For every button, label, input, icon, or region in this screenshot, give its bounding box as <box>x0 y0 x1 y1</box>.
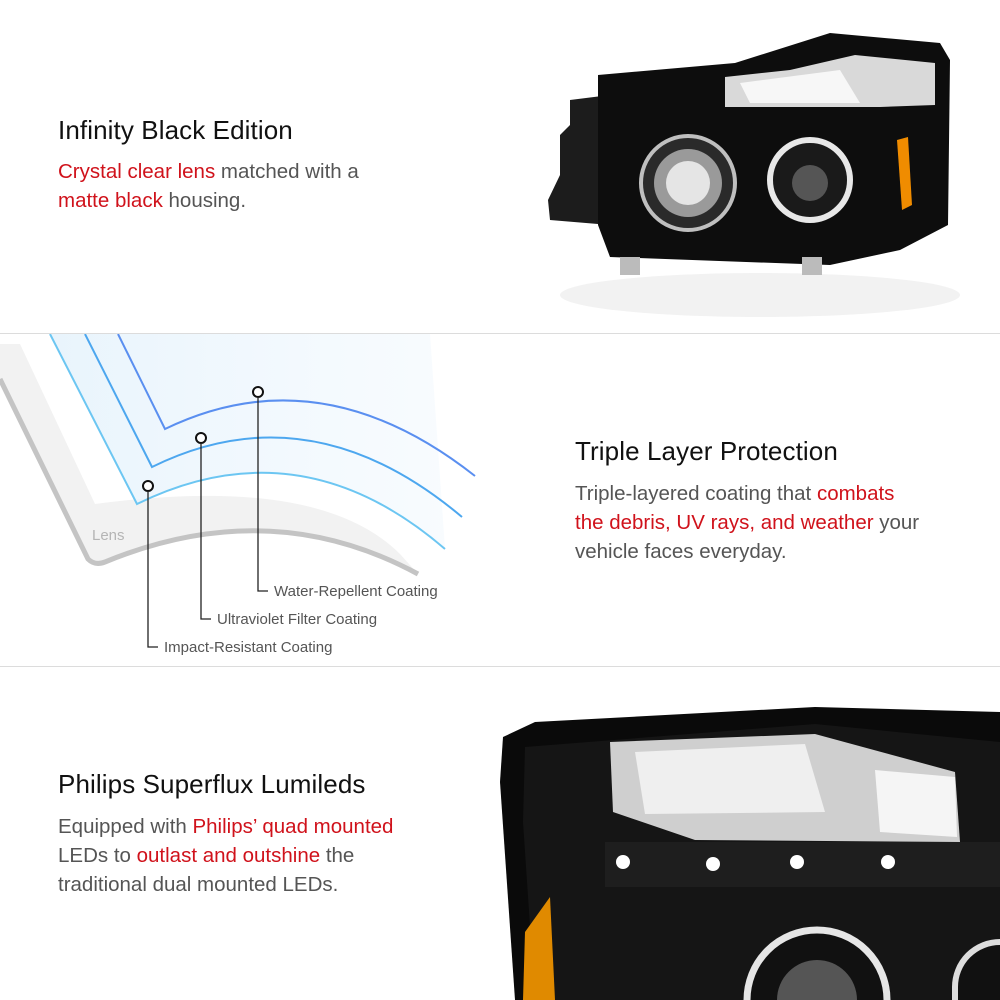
body-text: matched with a <box>215 160 359 183</box>
headlight-closeup-image <box>500 707 1000 1000</box>
water-repellent-marker <box>252 386 264 398</box>
impact-resistant-layer <box>49 334 446 550</box>
body-text: Triple-layered coating that <box>575 482 817 505</box>
body-text: housing. <box>162 189 247 212</box>
section-description: Crystal clear lens matched with a matte … <box>58 157 359 215</box>
projector-inner-lens <box>777 960 857 1000</box>
lens-label: Lens <box>92 527 125 544</box>
highlight-text: Crystal clear lens <box>58 160 216 183</box>
second-halo-ring <box>952 939 1000 1000</box>
body-text: the <box>320 844 355 867</box>
water-repellent-label: Water-Repellent Coating <box>274 583 438 600</box>
body-text: LEDs to <box>58 844 137 867</box>
section-divider <box>0 333 1000 334</box>
led-icon <box>706 857 720 871</box>
body-text: your <box>873 511 920 534</box>
section-triple-layer-protection: Lens Water-Repellent Coating Ultraviolet… <box>0 334 1000 667</box>
section-divider <box>0 666 1000 667</box>
body-text: Equipped with <box>58 815 193 838</box>
impact-resistant-marker <box>142 480 154 492</box>
highlight-text: Philips’ quad mounted <box>192 815 394 838</box>
body-text: traditional dual mounted LEDs. <box>58 873 339 896</box>
lens-layer <box>0 344 418 574</box>
section-title: Philips Superflux Lumileds <box>58 769 366 799</box>
ultraviolet-filter-layer <box>84 334 463 518</box>
second-halo-lens <box>955 942 1000 1000</box>
section-infinity-black-edition: Infinity Black Edition Crystal clear len… <box>0 0 1000 333</box>
body-text: vehicle faces everyday. <box>575 540 787 563</box>
section-description: Triple-layered coating that combats the … <box>575 479 919 566</box>
section-description: Equipped with Philips’ quad mounted LEDs… <box>58 812 393 899</box>
halo-ring <box>743 926 891 1000</box>
highlight-text: the debris, UV rays, and weather <box>575 511 874 534</box>
section-philips-superflux-lumileds: Philips Superflux Lumileds Equipped with… <box>0 667 1000 1000</box>
highlight-text: combats <box>816 482 895 505</box>
ultraviolet-filter-label: Ultraviolet Filter Coating <box>217 611 378 628</box>
section-title: Infinity Black Edition <box>58 115 293 145</box>
section-title: Triple Layer Protection <box>575 436 838 466</box>
highlight-text: matte black <box>58 189 163 212</box>
highlight-text: outlast and outshine <box>136 844 321 867</box>
impact-resistant-label: Impact-Resistant Coating <box>164 639 333 656</box>
led-icon <box>881 855 895 869</box>
led-icon <box>616 855 630 869</box>
water-repellent-layer <box>117 334 476 477</box>
coating-layers-diagram <box>0 334 476 648</box>
led-icon <box>790 855 804 869</box>
headlight-product-image <box>548 33 960 317</box>
ultraviolet-filter-marker <box>195 432 207 444</box>
